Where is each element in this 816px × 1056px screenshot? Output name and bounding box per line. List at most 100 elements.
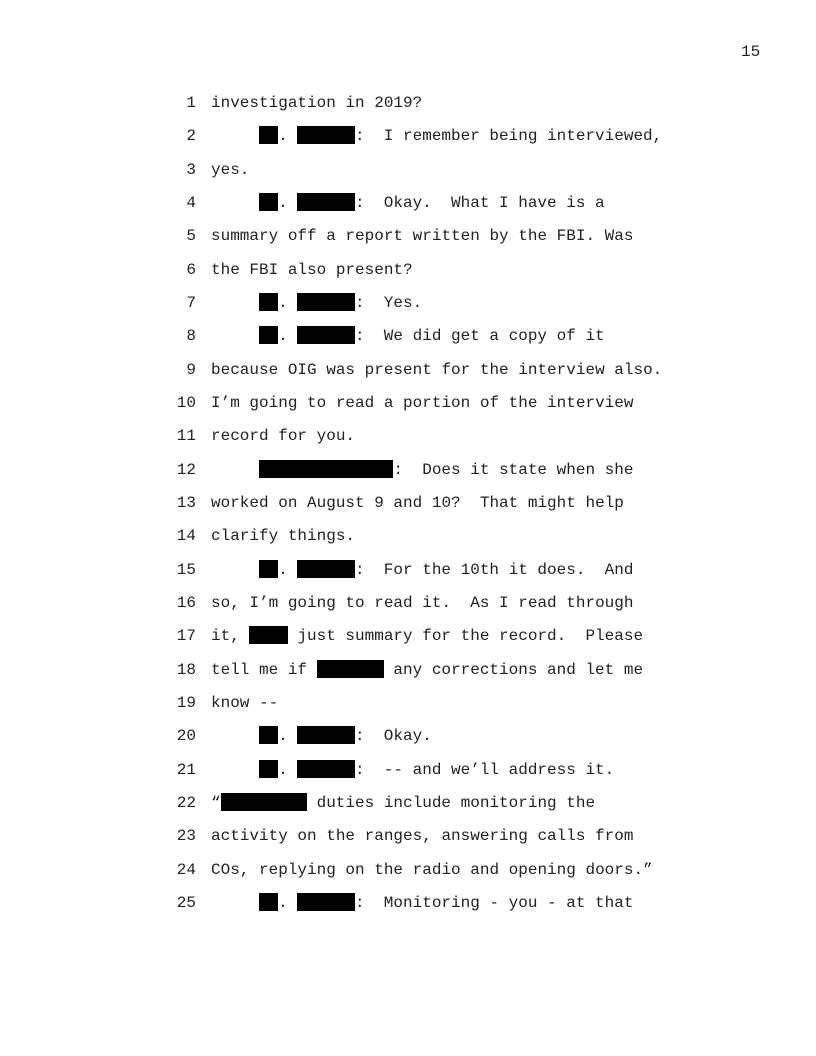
text-segment: . [278,760,298,779]
text-segment [211,127,259,145]
line-text: COs, replying on the radio and opening d… [211,860,653,880]
text-segment: : -- and we’ll address it. [355,760,615,779]
transcript-line: 13 worked on August 9 and 10? That might … [0,493,816,513]
page-number: 15 [741,43,761,61]
line-number: 17 [176,627,196,646]
transcript-line: 25 . : Monitoring - you - at that [0,892,816,913]
text-segment: investigation in 2019? [211,94,423,112]
text-segment: . [278,727,298,746]
line-number: 25 [176,893,196,912]
line-text: worked on August 9 and 10? That might he… [211,493,624,513]
text-segment: tell me if [211,660,317,679]
line-number: 4 [186,193,196,212]
text-segment: I’m going to read a portion of the inter… [211,393,634,412]
transcript-line: 6 the FBI also present? [0,260,816,280]
line-text: know -- [211,693,278,713]
transcript-line: 14 clarify things. [0,526,816,546]
transcript-line: 17 it, just summary for the record. Pleas… [0,626,816,646]
text-segment: record for you. [211,427,356,446]
text-segment: . [278,893,298,912]
line-text: . : For the 10th it does. And [211,559,633,580]
line-number: 14 [176,527,196,546]
text-segment: activity on the ranges, answering calls … [211,827,634,846]
line-number: 6 [186,260,196,279]
text-segment: just summary for the record. Please [287,627,644,646]
line-number: 22 [176,793,196,812]
redaction-box [297,759,355,778]
redaction-box [297,292,355,311]
line-number: 21 [176,760,196,779]
redaction-box [220,792,307,811]
line-number: 3 [186,160,196,179]
redaction-box [259,759,279,778]
line-text: the FBI also present? [211,260,413,280]
line-number: 1 [186,94,196,112]
line-number: 23 [176,827,196,846]
line-number: 9 [186,360,196,379]
redaction-box [259,892,279,911]
line-number: 13 [176,493,196,512]
redaction-box [259,192,279,211]
line-text: clarify things. [211,526,355,546]
text-segment [211,461,259,479]
line-text: : Does it state when she [211,459,634,480]
line-text: . : Okay. What I have is a [211,192,605,213]
transcript-line: 23 activity on the ranges, answering call… [0,826,816,846]
text-segment [211,727,259,745]
text-segment: : Yes. [355,293,423,312]
line-text: . : Yes. [211,292,423,313]
text-segment [211,894,259,912]
text-segment [211,327,259,345]
text-segment: know -- [211,693,279,712]
text-segment: : Okay. What I have is a [355,193,605,212]
redaction-box [259,292,279,311]
line-number: 20 [176,727,196,746]
line-number: 15 [176,560,196,579]
redaction-box [259,459,394,478]
text-segment: : Monitoring - you - at that [355,893,634,912]
redaction-box [259,726,279,745]
text-segment: worked on August 9 and 10? That might he… [211,493,624,512]
line-number: 24 [176,860,196,879]
transcript-line: 12 : Does it state when she [0,459,816,480]
line-text: yes. [211,160,249,180]
line-text: because OIG was present for the intervie… [211,360,662,380]
text-segment: “ [211,793,221,812]
line-number: 18 [176,660,196,679]
text-segment: . [278,127,298,146]
redaction-box [297,559,355,578]
line-text: so, I’m going to read it. As I read thro… [211,593,633,613]
line-text: I’m going to read a portion of the inter… [211,393,633,413]
text-segment: COs, replying on the radio and opening d… [211,860,653,879]
text-segment: so, I’m going to read it. As I read thro… [211,593,634,612]
transcript-line: 24 COs, replying on the radio and opening… [0,860,816,880]
line-number: 8 [186,327,196,346]
transcript-line: 3 yes. [0,160,816,180]
text-segment: : Does it state when she [393,460,634,479]
transcript-line: 20 . : Okay. [0,726,816,746]
text-segment: : I remember being interviewed, [355,127,663,146]
line-text: . : I remember being interviewed, [211,126,662,146]
transcript-line: 8 . : We did get a copy of it [0,326,816,346]
redaction-box [249,626,288,645]
line-text: it, just summary for the record. Please [211,626,643,646]
text-segment: . [278,293,298,312]
line-text: investigation in 2019? [211,93,422,113]
redaction-box [316,659,384,678]
transcript-line: 7 . : Yes. [0,292,816,313]
text-segment [211,194,259,212]
text-segment: clarify things. [211,527,356,546]
transcript-line: 9 because OIG was present for the intervi… [0,360,816,380]
text-segment: because OIG was present for the intervie… [211,360,663,379]
text-segment [211,761,259,779]
text-segment [211,294,259,312]
line-text: . : Okay. [211,726,432,746]
line-text: “ duties include monitoring the [211,792,595,813]
transcript-line: 2 . : I remember being interviewed, [0,126,816,146]
redaction-box [297,126,355,145]
text-segment: . [278,193,298,212]
